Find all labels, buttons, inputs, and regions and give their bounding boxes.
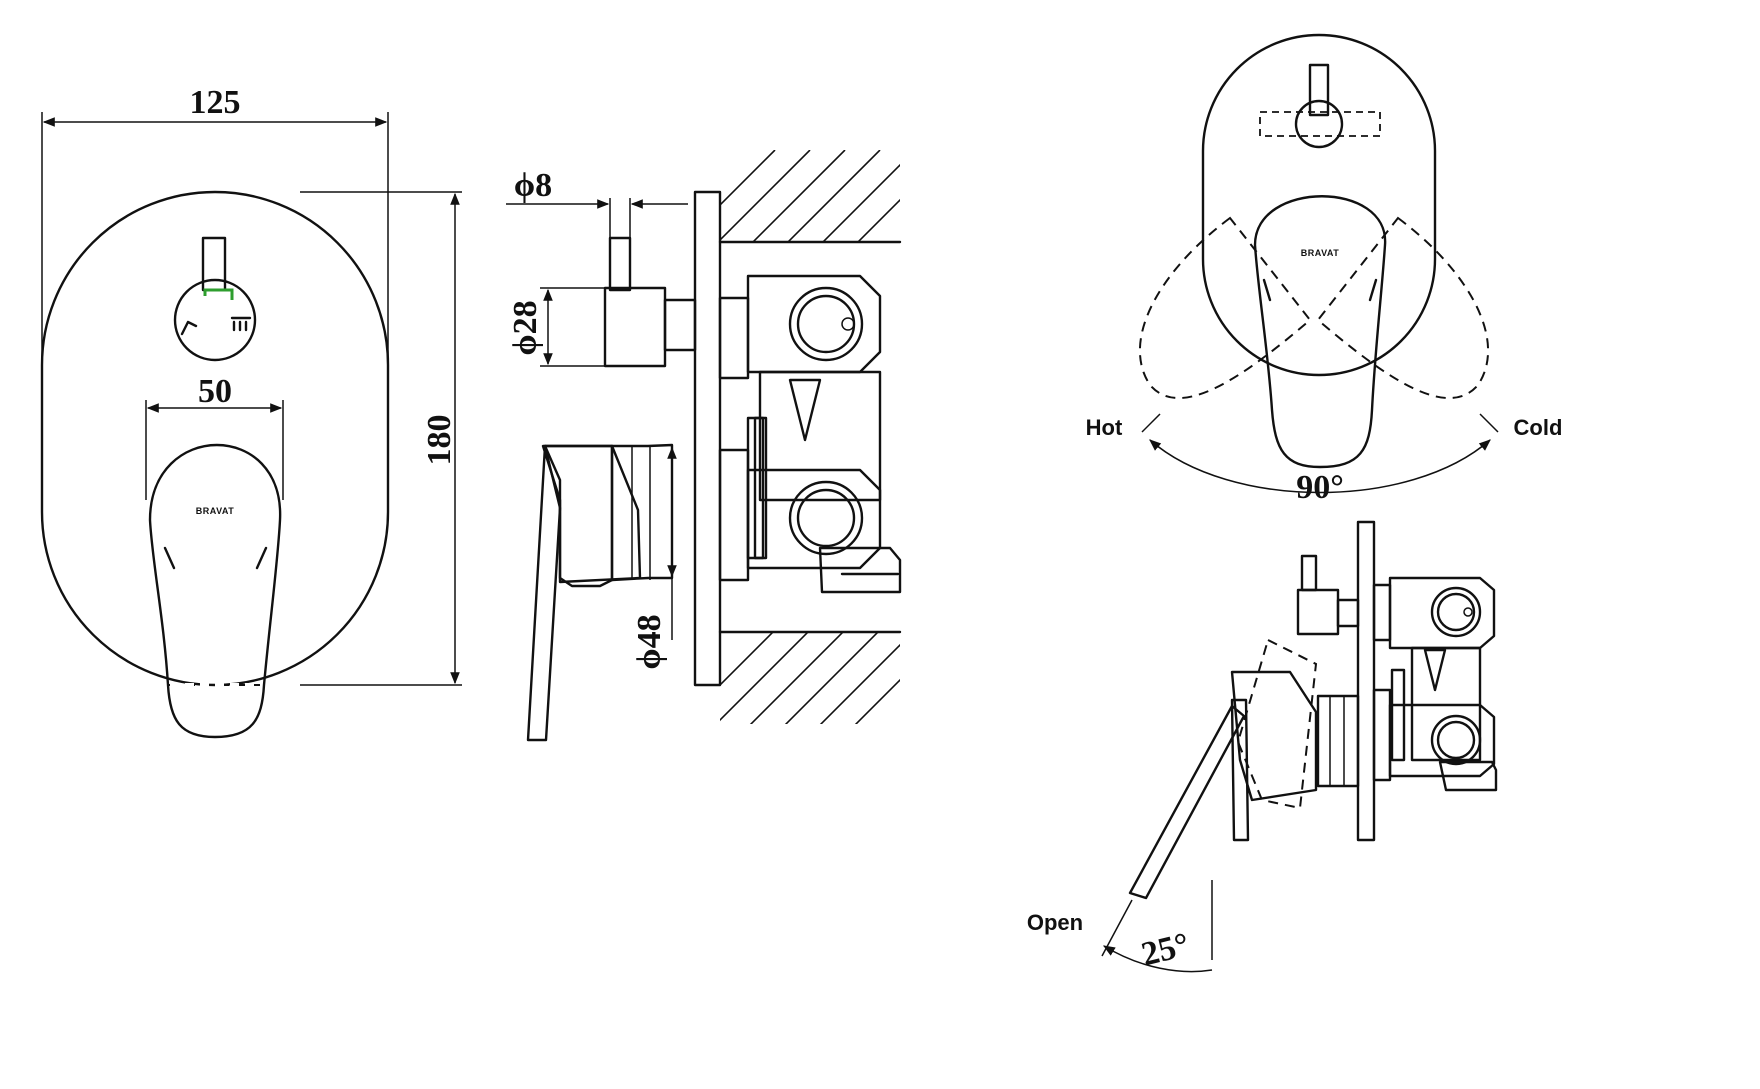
hot-position-dashed xyxy=(1139,216,1312,400)
dim-spindle: ϕ8 xyxy=(506,167,688,238)
dim-phi28-label: ϕ28 xyxy=(507,300,544,355)
tilt-plate xyxy=(1356,520,1376,842)
rotation-angle-label: 90° xyxy=(1296,469,1344,506)
wall-section-bottom xyxy=(718,630,902,724)
dim-180-label: 180 xyxy=(421,415,458,466)
handle-center xyxy=(1253,195,1387,469)
indicator-green-mark xyxy=(203,288,234,300)
rotation-view: BRAVAT Hot Cold 90° xyxy=(1086,33,1563,506)
tilt-angle-label: 25° xyxy=(1138,926,1193,973)
dim-125-label: 125 xyxy=(190,84,241,121)
side-view: ϕ8 ϕ28 xyxy=(506,150,902,742)
dim-phi8-label: ϕ8 xyxy=(514,167,552,204)
dim-knob: ϕ28 xyxy=(507,287,605,367)
plate-profile xyxy=(693,190,722,687)
wall-section-top xyxy=(718,150,902,244)
cover-plate xyxy=(40,190,390,687)
handshower-icon xyxy=(180,320,198,336)
lever-handle: BRAVAT xyxy=(148,444,282,739)
front-view: 125 180 50 xyxy=(40,84,462,739)
rotation-arc xyxy=(1149,439,1491,494)
diverter-knob xyxy=(173,236,257,362)
lever-side xyxy=(526,443,674,742)
brand-logo-rotation: BRAVAT xyxy=(1301,248,1340,258)
shower-icon xyxy=(230,316,252,332)
valve-body-side xyxy=(718,274,902,594)
dim-phi48-label: ϕ48 xyxy=(631,614,668,669)
dim-sleeve: ϕ48 xyxy=(631,445,677,670)
diverter-side xyxy=(603,236,697,368)
dim-50-label: 50 xyxy=(198,373,232,410)
rotation-plate xyxy=(1201,33,1437,377)
diverter-rotation-dashed xyxy=(1259,111,1381,137)
tilt-lever-open xyxy=(1128,704,1246,900)
hot-label: Hot xyxy=(1086,415,1123,440)
cold-label: Cold xyxy=(1514,415,1563,440)
dim-plate-height: 180 xyxy=(300,191,462,686)
brand-logo: BRAVAT xyxy=(196,506,235,516)
dim-plate-width: 125 xyxy=(41,84,389,420)
tilt-open-dashed xyxy=(1236,638,1318,810)
tilt-view: Open 25° xyxy=(1027,520,1498,974)
open-label: Open xyxy=(1027,910,1083,935)
dim-handle-width: 50 xyxy=(145,373,284,500)
cold-position-dashed xyxy=(1316,216,1489,400)
